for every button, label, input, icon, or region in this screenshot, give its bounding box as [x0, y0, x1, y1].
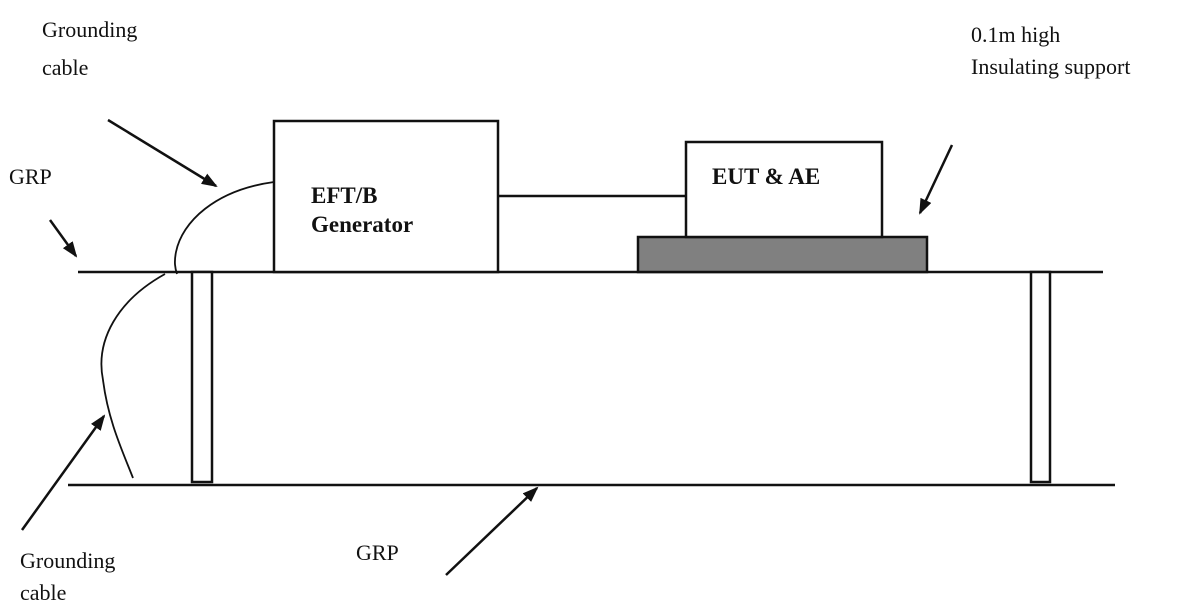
generator-label-line2: Generator	[311, 212, 414, 237]
eut-box	[684, 140, 884, 239]
arrow-insulating-support	[918, 144, 954, 215]
eut-label: EUT & AE	[712, 164, 821, 189]
grp-bottom-label: GRP	[356, 540, 399, 565]
left-post	[190, 270, 214, 484]
grounding-cable-bottom-label-line2: cable	[20, 580, 67, 605]
generator-label-line1: EFT/B	[311, 183, 378, 208]
right-post	[1029, 270, 1052, 484]
grp-left-label: GRP	[9, 164, 52, 189]
insulating-support	[636, 235, 929, 274]
lower-grounding-cable	[100, 273, 166, 479]
upper-grounding-cable	[174, 181, 275, 275]
generator-box	[272, 119, 500, 274]
arrow-grp-left	[48, 219, 78, 258]
support-label-line1: 0.1m high	[971, 22, 1061, 47]
grounding-cable-top-label-line1: Grounding	[42, 17, 138, 42]
support-label-line2: Insulating support	[971, 54, 1131, 79]
arrow-grounding-cable-top	[107, 118, 218, 188]
grounding-cable-bottom-label-line1: Grounding	[20, 548, 116, 573]
arrow-grp-bottom	[445, 486, 539, 576]
arrow-grounding-cable-bottom	[20, 414, 106, 531]
grounding-cable-top-label-line2: cable	[42, 55, 89, 80]
